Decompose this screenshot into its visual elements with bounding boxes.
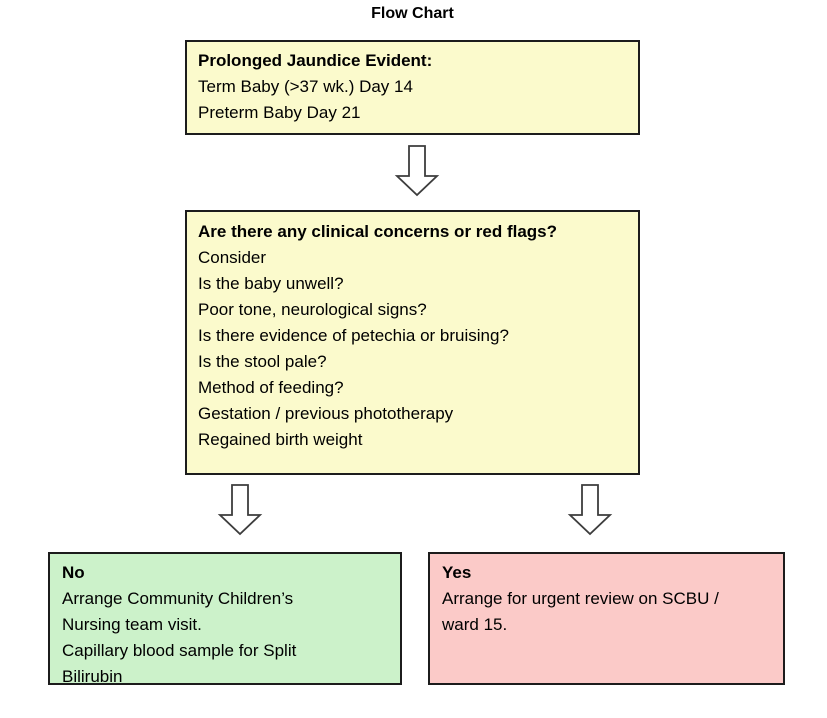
question-box-line: Poor tone, neurological signs? — [198, 300, 427, 319]
page-title: Flow Chart — [371, 5, 454, 22]
no-outcome-line: Capillary blood sample for Split — [62, 641, 297, 660]
start-box: Prolonged Jaundice Evident: Term Baby (>… — [185, 40, 640, 135]
question-box: Are there any clinical concerns or red f… — [185, 210, 640, 475]
down-arrow-icon — [217, 484, 263, 536]
question-box-heading: Are there any clinical concerns or red f… — [198, 222, 558, 241]
no-outcome-line: Nursing team visit. — [62, 615, 202, 634]
question-box-line: Gestation / previous phototherapy — [198, 404, 454, 423]
no-outcome-line: Arrange Community Children’s — [62, 589, 294, 608]
start-box-heading: Prolonged Jaundice Evident: — [198, 51, 433, 70]
start-box-line: Preterm Baby Day 21 — [198, 103, 361, 122]
down-arrow-icon — [567, 484, 613, 536]
yes-outcome-box: Yes Arrange for urgent review on SCBU / … — [428, 552, 785, 685]
down-arrow-icon — [394, 145, 440, 197]
yes-outcome-line: ward 15. — [442, 615, 508, 634]
no-outcome-box: No Arrange Community Children’s Nursing … — [48, 552, 402, 686]
question-box-line: Is there evidence of petechia or bruisin… — [198, 326, 509, 345]
question-box-line: Method of feeding? — [198, 378, 344, 397]
yes-outcome-heading: Yes — [442, 563, 472, 582]
question-box-line: Is the baby unwell? — [198, 274, 344, 293]
question-box-line: Is the stool pale? — [198, 352, 327, 371]
question-box-line: Regained birth weight — [198, 430, 363, 449]
start-box-line: Term Baby (>37 wk.) Day 14 — [198, 77, 413, 96]
question-box-line: Consider — [198, 248, 267, 267]
no-outcome-line: Bilirubin — [62, 667, 123, 686]
yes-outcome-line: Arrange for urgent review on SCBU / — [442, 589, 719, 608]
no-outcome-heading: No — [62, 563, 85, 582]
